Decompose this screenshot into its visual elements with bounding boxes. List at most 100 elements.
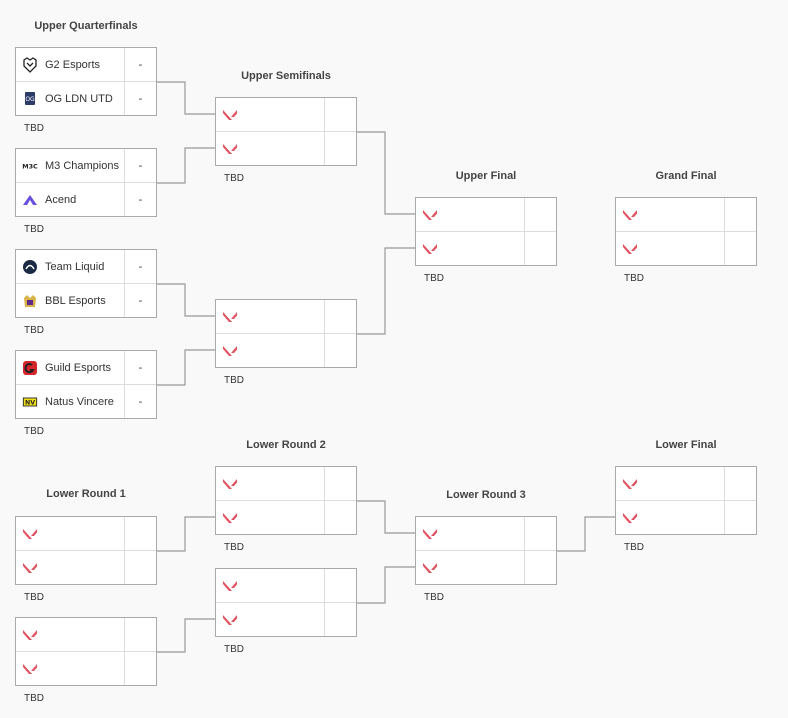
team-slot[interactable]: BBL Esports — [16, 284, 125, 317]
valorant-icon — [622, 207, 638, 223]
round-title-upper-semifinals: Upper Semifinals — [241, 70, 331, 82]
connector-lr3a-lf1 — [557, 516, 615, 552]
valorant-icon — [422, 207, 438, 223]
team-row[interactable] — [216, 98, 356, 132]
connector-uqf1-usf1 — [157, 81, 215, 115]
match-card-usf2[interactable] — [215, 299, 357, 368]
team-slot[interactable] — [416, 551, 525, 584]
match-card-uf1[interactable] — [415, 197, 557, 266]
connector-lr1b-lr2b — [157, 618, 215, 653]
team-slot[interactable]: Acend — [16, 183, 125, 216]
team-slot[interactable] — [216, 300, 325, 333]
team-slot[interactable]: Guild Esports — [16, 351, 125, 384]
team-row[interactable] — [416, 198, 556, 232]
match-date: TBD — [624, 542, 644, 553]
match-card-lr2b[interactable] — [215, 568, 357, 637]
team-slot[interactable] — [616, 467, 725, 500]
match-date: TBD — [24, 325, 44, 336]
team-slot[interactable] — [416, 198, 525, 231]
team-slot[interactable]: Team Liquid — [16, 250, 125, 283]
team-row[interactable] — [416, 232, 556, 265]
team-slot[interactable] — [216, 334, 325, 367]
team-row[interactable]: Acend - — [16, 183, 156, 216]
valorant-icon — [22, 627, 38, 643]
match-date: TBD — [24, 592, 44, 603]
match-card-gf1[interactable] — [615, 197, 757, 266]
match-card-usf1[interactable] — [215, 97, 357, 166]
team-slot[interactable] — [16, 618, 125, 651]
team-row[interactable]: BBL Esports- — [16, 284, 156, 317]
team-score: - — [138, 58, 143, 71]
team-slot[interactable] — [616, 198, 725, 231]
valorant-icon — [222, 343, 238, 359]
match-card-lr1b[interactable] — [15, 617, 157, 686]
team-slot[interactable] — [616, 501, 725, 534]
valorant-icon — [622, 476, 638, 492]
team-slot[interactable] — [216, 569, 325, 602]
team-slot[interactable] — [216, 501, 325, 534]
team-slot[interactable] — [216, 603, 325, 636]
team-row[interactable]: Team Liquid- — [16, 250, 156, 284]
team-row[interactable] — [616, 467, 756, 501]
team-slot[interactable] — [416, 517, 525, 550]
team-slot[interactable] — [416, 232, 525, 265]
valorant-icon — [222, 141, 238, 157]
team-slot[interactable] — [16, 551, 125, 584]
team-row[interactable]: Guild Esports- — [16, 351, 156, 385]
valorant-icon — [222, 309, 238, 325]
connector-usf1-uf1 — [357, 131, 415, 215]
team-row[interactable] — [216, 569, 356, 603]
team-row[interactable] — [616, 501, 756, 534]
team-slot[interactable] — [216, 98, 325, 131]
team-row[interactable] — [216, 467, 356, 501]
team-row[interactable] — [216, 501, 356, 534]
team-name: Acend — [45, 193, 77, 206]
connector-usf2-uf1 — [357, 247, 415, 335]
valorant-icon — [222, 612, 238, 628]
team-slot[interactable]: G2 Esports — [16, 48, 125, 81]
match-card-uqf3[interactable]: Team Liquid-BBL Esports- — [15, 249, 157, 318]
team-slot[interactable] — [216, 467, 325, 500]
team-row[interactable] — [16, 551, 156, 584]
team-row[interactable] — [16, 652, 156, 685]
connector-lr1a-lr2a — [157, 516, 215, 552]
match-card-lr1a[interactable] — [15, 516, 157, 585]
valorant-icon — [222, 510, 238, 526]
team-row[interactable] — [16, 618, 156, 652]
team-row[interactable] — [616, 232, 756, 265]
match-card-lf1[interactable] — [615, 466, 757, 535]
match-date: TBD — [24, 224, 44, 235]
team-row[interactable]: G2 Esports- — [16, 48, 156, 82]
match-card-lr3a[interactable] — [415, 516, 557, 585]
team-slot[interactable] — [616, 232, 725, 265]
team-row[interactable] — [16, 517, 156, 551]
valorant-icon — [422, 560, 438, 576]
round-title-grand-final: Grand Final — [655, 170, 717, 182]
connector-lr2a-lr3a — [357, 500, 415, 534]
match-card-lr2a[interactable] — [215, 466, 357, 535]
team-row[interactable] — [416, 551, 556, 584]
team-row[interactable] — [216, 334, 356, 367]
team-slot[interactable] — [16, 652, 125, 685]
team-row[interactable] — [416, 517, 556, 551]
team-score: - — [138, 193, 143, 206]
team-row[interactable] — [216, 300, 356, 334]
match-date: TBD — [24, 426, 44, 437]
valorant-icon — [422, 526, 438, 542]
team-slot[interactable] — [216, 132, 325, 165]
connector-uqf4-usf2 — [157, 349, 215, 386]
team-slot[interactable] — [16, 517, 125, 550]
team-row[interactable] — [216, 603, 356, 636]
team-row[interactable] — [216, 132, 356, 165]
team-row[interactable] — [616, 198, 756, 232]
valorant-icon — [222, 107, 238, 123]
